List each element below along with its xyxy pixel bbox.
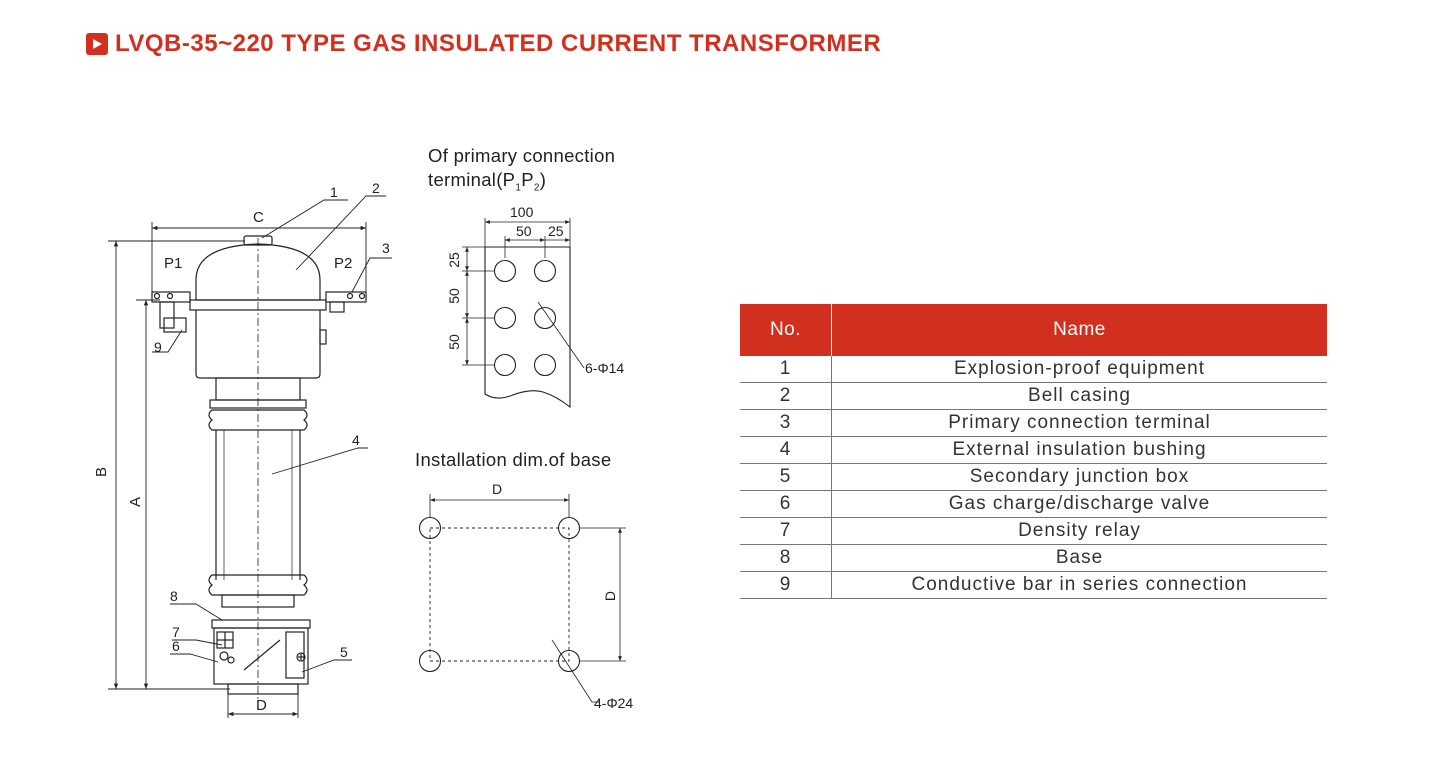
dim-c-label: C — [253, 209, 264, 226]
row-no: 1 — [740, 356, 832, 383]
row-name: External insulation bushing — [831, 436, 1327, 464]
terminal-dim-v3: 50 — [446, 334, 462, 350]
row-name: Explosion-proof equipment — [831, 356, 1327, 383]
caption-part: terminal(P — [428, 169, 516, 190]
caption-sub: 2 — [533, 182, 540, 194]
row-name: Conductive bar in series connection — [831, 571, 1327, 599]
callout-1: 1 — [330, 184, 338, 200]
dim-a-label: A — [127, 497, 144, 507]
row-no: 7 — [740, 517, 832, 545]
base-dim-v: D — [602, 591, 618, 601]
transformer-elevation — [151, 235, 367, 700]
row-name: Gas charge/discharge valve — [831, 490, 1327, 518]
callout-2: 2 — [372, 180, 380, 196]
terminal-dim-edge: 25 — [548, 223, 564, 239]
dim-b-label: B — [93, 467, 110, 477]
row-no: 3 — [740, 409, 832, 437]
terminal-plate-drawing — [484, 246, 571, 409]
base-hole-label: 4-Φ24 — [594, 695, 633, 711]
header-name: Name — [831, 304, 1327, 356]
caption-part: P — [521, 169, 534, 190]
callout-3: 3 — [382, 240, 390, 256]
row-name: Secondary junction box — [831, 463, 1327, 491]
terminal-caption-line1: Of primary connection — [428, 145, 616, 166]
row-no: 2 — [740, 382, 832, 410]
terminal-p1-label: P1 — [164, 255, 182, 272]
callout-7: 7 — [172, 624, 180, 640]
callout-4: 4 — [352, 432, 360, 448]
callout-6: 6 — [172, 638, 180, 654]
callout-5: 5 — [340, 644, 348, 660]
row-no: 6 — [740, 490, 832, 518]
header-no: No. — [740, 304, 832, 356]
parts-table-header: No. Name — [740, 304, 1327, 356]
terminal-hole-label: 6-Φ14 — [585, 360, 624, 376]
row-name: Primary connection terminal — [831, 409, 1327, 437]
row-no: 5 — [740, 463, 832, 491]
row-no: 9 — [740, 571, 832, 599]
row-no: 8 — [740, 544, 832, 572]
page-title-text: LVQB-35~220 TYPE GAS INSULATED CURRENT T… — [115, 30, 882, 57]
row-name: Base — [831, 544, 1327, 572]
terminal-caption: Of primary connection terminal(P1P2) — [428, 144, 615, 201]
terminal-dim-width: 100 — [510, 204, 534, 220]
row-name: Density relay — [831, 517, 1327, 545]
base-dim-h: D — [492, 481, 502, 497]
callout-8: 8 — [170, 588, 178, 604]
callout-9: 9 — [154, 339, 162, 355]
play-icon — [86, 33, 108, 55]
row-name: Bell casing — [831, 382, 1327, 410]
base-caption: Installation dim.of base — [415, 449, 612, 470]
base-installation-drawing — [418, 516, 581, 673]
caption-part: ) — [539, 169, 547, 190]
row-no: 4 — [740, 436, 832, 464]
terminal-dim-spacing: 50 — [516, 223, 532, 239]
caption-sub: 1 — [515, 182, 522, 194]
page-title: LVQB-35~220 TYPE GAS INSULATED CURRENT T… — [86, 30, 881, 58]
terminal-dim-v2: 50 — [446, 288, 462, 304]
dim-d-label: D — [256, 697, 267, 714]
terminal-p2-label: P2 — [334, 255, 352, 272]
terminal-dim-v1: 25 — [446, 252, 462, 268]
terminal-caption-line2: terminal(P1P2) — [428, 168, 615, 201]
